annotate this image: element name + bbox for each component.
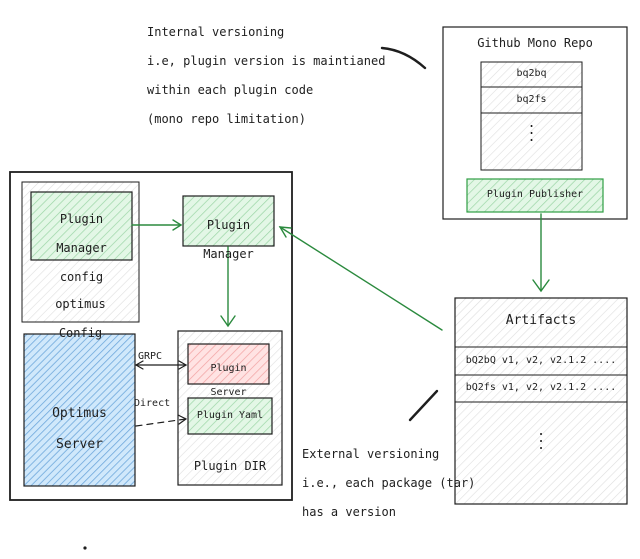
direct-label: Direct — [134, 398, 171, 409]
plugin-dir-label: Plugin DIR — [193, 459, 267, 473]
label-line: Manager — [56, 241, 107, 256]
label-line: Optimus — [52, 405, 107, 421]
arrow-direct — [135, 418, 187, 427]
artifact-row-bq2fs: bQ2fs v1, v2, v2.1.2 .... — [465, 382, 617, 393]
plugin-server-box — [187, 343, 270, 385]
repo-ellipsis: ... — [527, 116, 536, 146]
plugin-publisher-label: Plugin Publisher — [486, 189, 584, 200]
note-line: i.e, plugin version is maintianed — [147, 54, 386, 69]
repo-list-box — [480, 61, 583, 171]
label-line: Plugin — [206, 218, 251, 233]
repo-item-bq2fs: bq2fs — [516, 94, 547, 105]
arrowhead-artifacts-to-manager — [278, 226, 292, 238]
label-line: Plugin — [210, 363, 247, 374]
note-line: Internal versioning — [147, 25, 285, 40]
artifacts-ellipsis: ... — [537, 424, 545, 454]
plugin-manager-config-box — [30, 191, 133, 261]
callout-line-external — [408, 389, 439, 422]
arrowhead-grpc-right — [178, 360, 188, 370]
plugin-yaml-box — [187, 397, 273, 435]
arrowhead-publisher-to-artifacts — [532, 279, 550, 293]
plugin-yaml-label: Plugin Yaml — [196, 410, 264, 421]
label-line: Config — [58, 326, 103, 341]
plugin-manager-label: Plugin Manager — [183, 204, 274, 276]
label-line: Server — [56, 436, 103, 452]
note-line: External versioning — [302, 447, 440, 462]
internal-versioning-note: Internal versioning i.e, plugin version … — [147, 11, 385, 141]
arrow-artifacts-to-manager — [279, 226, 443, 331]
optimus-server-label: Optimus Server — [24, 390, 135, 468]
plugin-publisher-box — [466, 178, 604, 213]
arrowhead-direct — [177, 414, 188, 425]
arrowhead-config-to-manager — [172, 219, 183, 231]
repo-item-bq2bq: bq2bq — [516, 68, 547, 79]
external-versioning-note: External versioning i.e., each package (… — [302, 433, 475, 534]
stray-dot — [83, 546, 87, 550]
note-line: (mono repo limitation) — [147, 111, 306, 126]
plugin-server-label: Plugin Server — [188, 351, 269, 411]
note-line: within each plugin code — [147, 82, 314, 97]
label-line: optimus — [55, 297, 106, 312]
callout-line-internal — [380, 46, 427, 70]
note-line: i.e., each package (tar) — [302, 476, 476, 491]
optimus-server-box — [23, 333, 136, 487]
optimus-config-label: optimus Config — [22, 283, 139, 355]
artifact-row-bq2bq: bQ2bQ v1, v2, v2.1.2 .... — [465, 355, 617, 366]
label-line: Plugin — [59, 212, 104, 227]
arrowhead-grpc-left — [134, 360, 144, 370]
plugin-manager-config-label: Plugin Manager config — [31, 198, 132, 299]
label-line: Server — [210, 387, 247, 398]
artifacts-title: Artifacts — [505, 313, 577, 328]
arrowhead-manager-to-plugin-dir — [220, 315, 236, 328]
optimus-system-box — [9, 171, 293, 501]
grpc-label: GRPC — [138, 351, 163, 362]
label-line: config — [59, 269, 104, 284]
artifacts-box — [454, 297, 628, 505]
label-line: Manager — [203, 247, 254, 262]
note-line: has a version — [302, 504, 396, 519]
plugin-manager-box — [182, 195, 275, 247]
repo-title: Github Mono Repo — [477, 36, 593, 50]
